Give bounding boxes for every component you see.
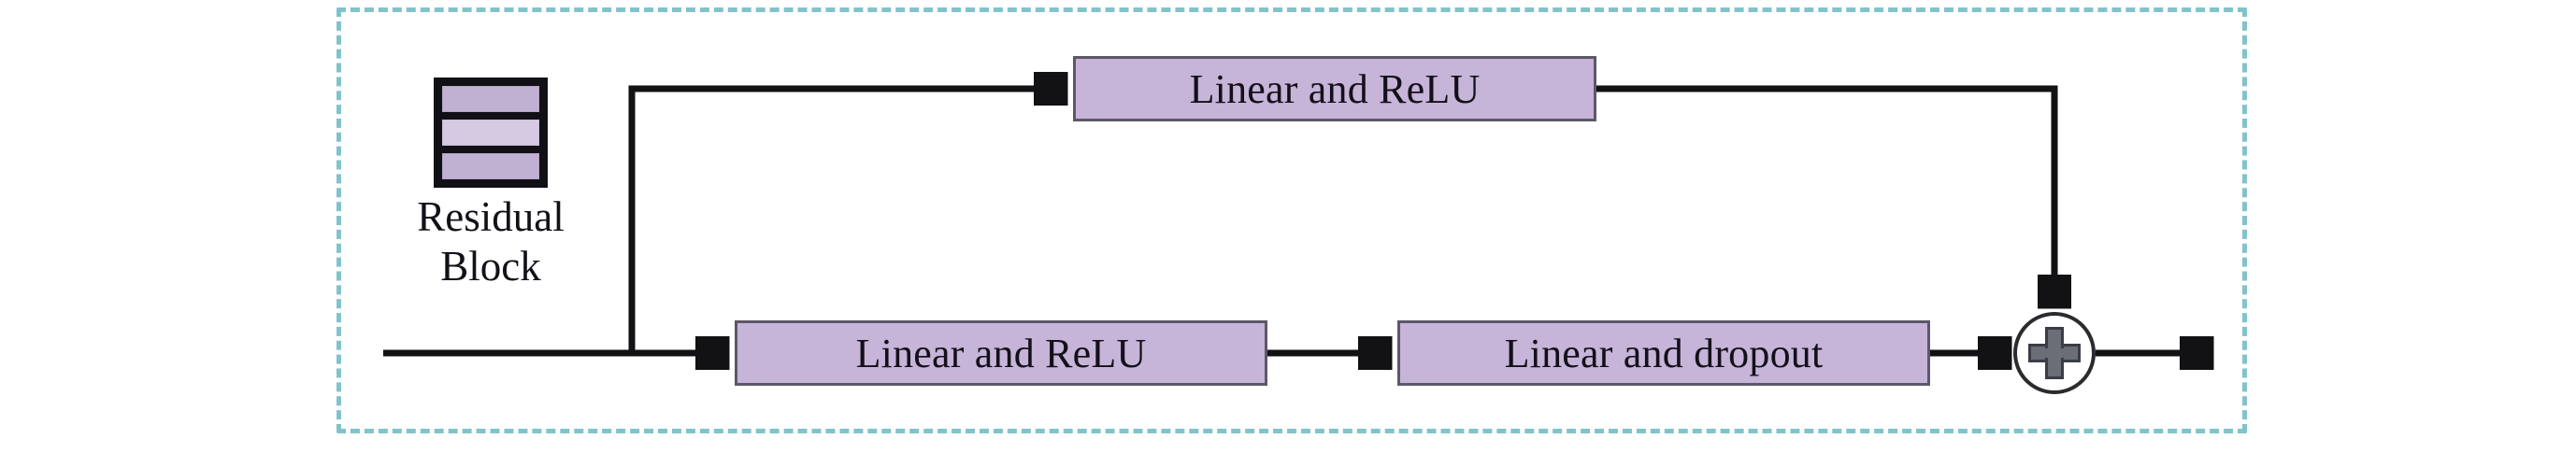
residual-icon-stripe-top [442,86,539,112]
residual-block-caption-line-1: Residual [417,193,565,240]
residual-block-caption: Residual Block [363,192,619,291]
node-linear-and-relu-top-label: Linear and ReLU [1189,65,1481,112]
residual-block-frame [336,7,2247,433]
node-linear-and-relu-bottom-label: Linear and ReLU [855,330,1147,376]
residual-block-icon [434,78,548,188]
residual-block-caption-line-2: Block [440,243,541,290]
residual-icon-stripe-middle [442,120,539,146]
node-linear-and-relu-top[interactable]: Linear and ReLU [1073,56,1596,121]
add-node[interactable] [2013,312,2096,394]
node-linear-and-dropout-label: Linear and dropout [1504,330,1824,376]
node-linear-and-relu-bottom[interactable]: Linear and ReLU [735,320,1267,386]
node-linear-and-dropout[interactable]: Linear and dropout [1397,320,1930,386]
plus-icon-fill-vertical [2050,332,2059,375]
residual-icon-stripe-bottom [442,153,539,179]
